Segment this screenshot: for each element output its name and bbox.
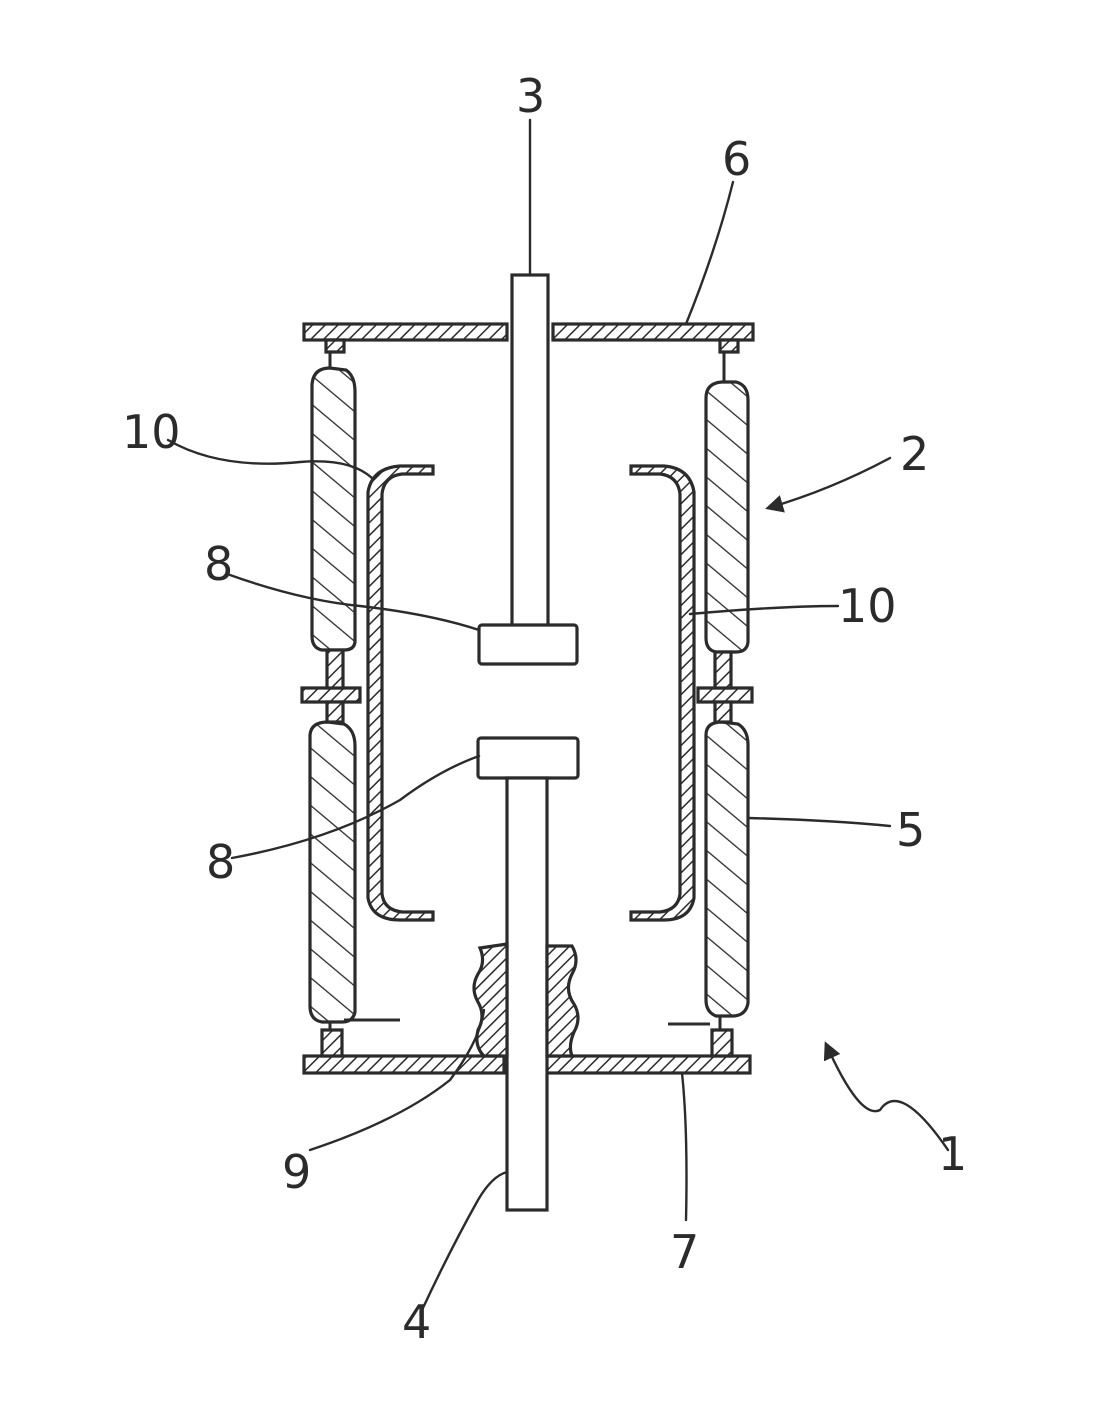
label-insulating-cylinder: 5 [896,803,925,857]
label-arc-shield-right: 10 [838,579,897,633]
label-electrode-upper: 8 [204,537,233,591]
label-electrode-lower: 8 [206,835,235,889]
label-arc-shield-left: 10 [122,405,181,459]
label-vacuum-interrupter: 1 [938,1127,967,1181]
leader-lines [168,120,948,1310]
label-fixed-end-plate: 6 [722,132,751,186]
arc-shield-right [631,466,694,920]
label-bellows: 9 [282,1145,311,1199]
label-movable-end-plate: 7 [670,1225,699,1279]
label-vacuum-vessel: 2 [900,427,929,481]
arc-shield-left [368,466,433,920]
label-movable-conductor: 4 [402,1295,431,1349]
label-fixed-conductor: 3 [516,69,545,123]
